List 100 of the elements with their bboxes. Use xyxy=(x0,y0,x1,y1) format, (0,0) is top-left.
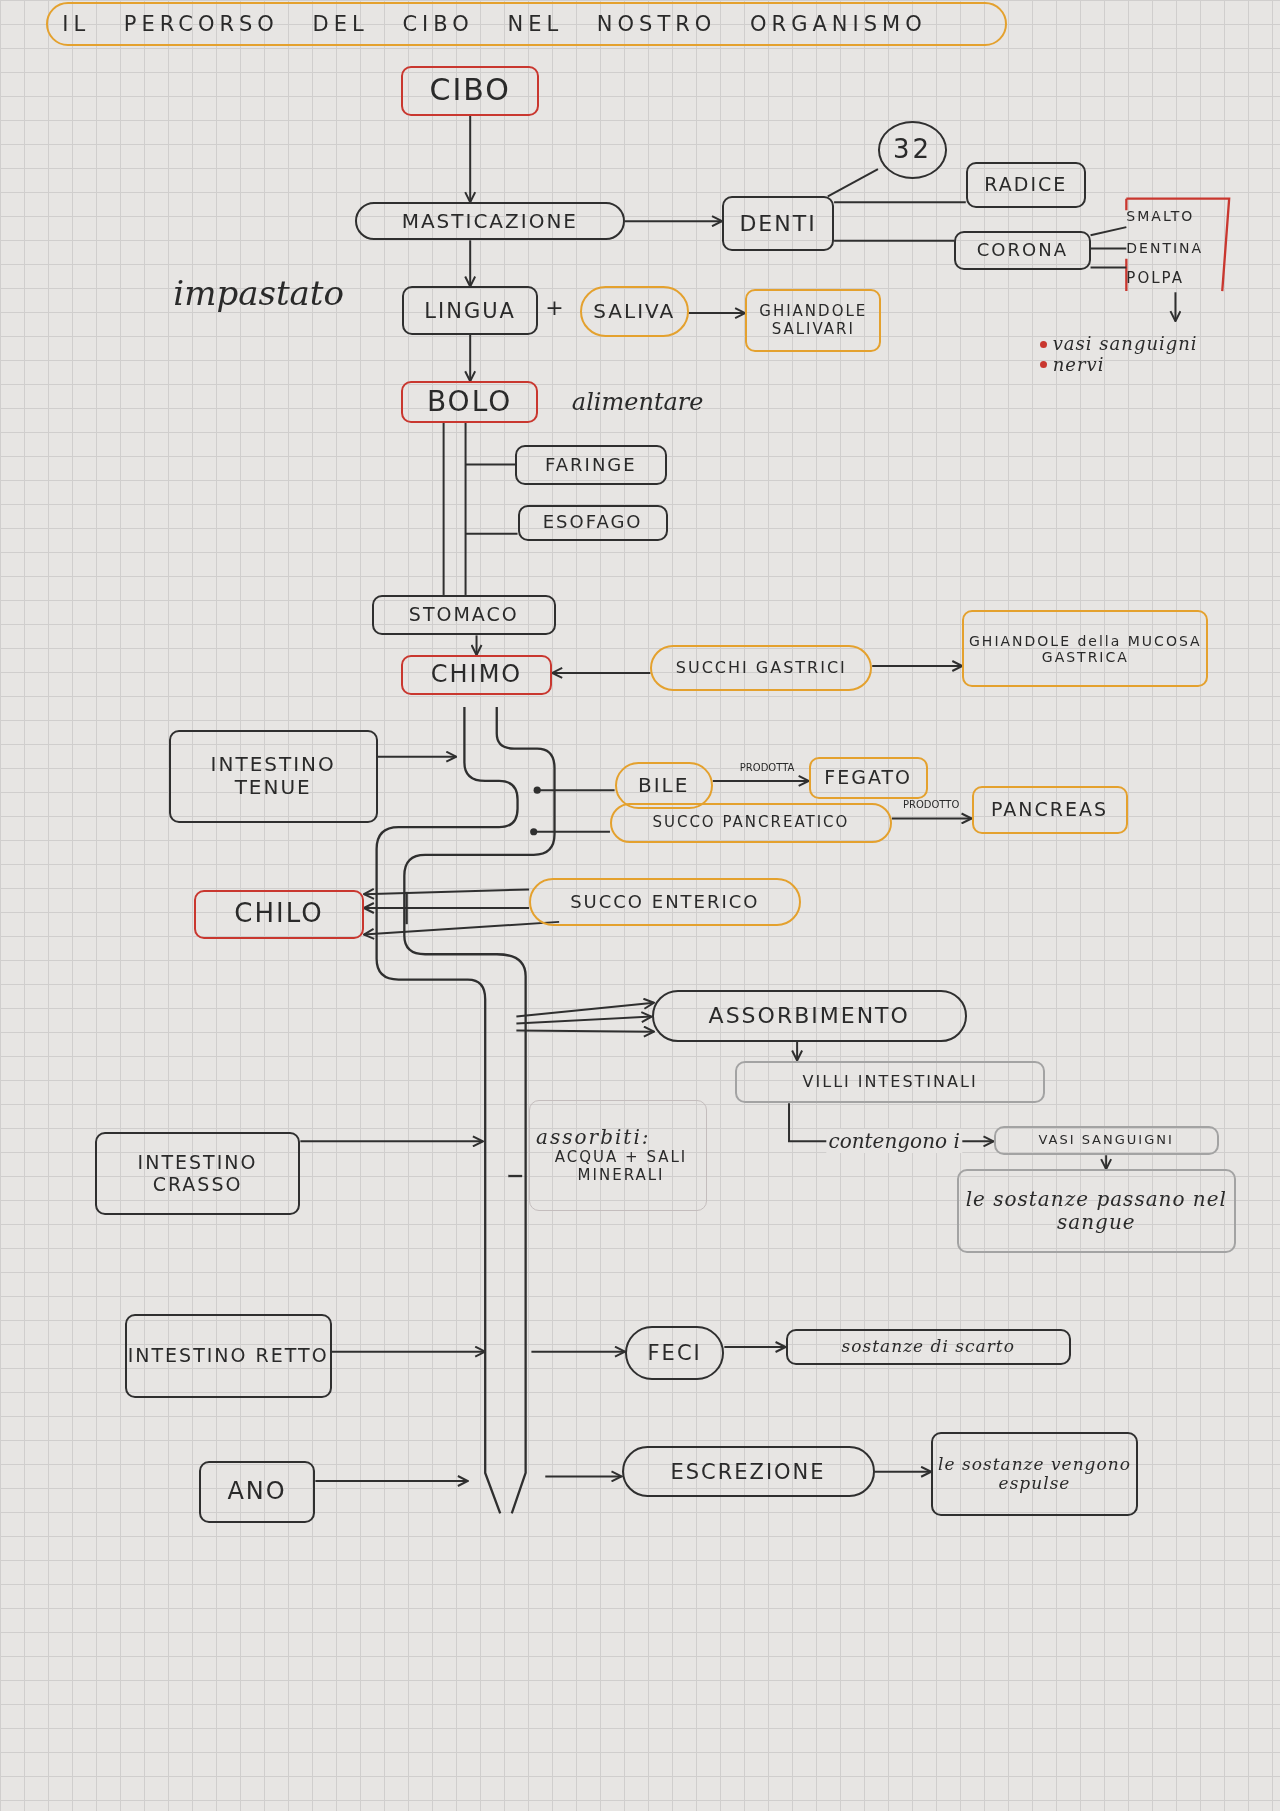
connector-line xyxy=(826,168,879,198)
concept-box xyxy=(954,231,1091,271)
note-text: alimentare xyxy=(571,388,704,417)
arrow xyxy=(464,334,477,383)
connector-line xyxy=(833,239,956,242)
arrow xyxy=(687,307,747,320)
box-text: INTESTINO CRASSO xyxy=(136,1151,259,1196)
box-text: CIBO xyxy=(429,73,511,108)
arrow xyxy=(470,634,483,656)
concept-box xyxy=(402,286,539,335)
box-text: SUCCHI GASTRICI xyxy=(675,658,847,677)
concept-box xyxy=(400,655,553,696)
box-text: SALIVA xyxy=(593,300,676,324)
box-text: assorbiti: xyxy=(536,1126,651,1150)
box-text: INTESTINO TENUE xyxy=(209,753,337,800)
concept-box xyxy=(168,730,378,823)
box-text: CHIMO xyxy=(430,661,523,689)
arrow xyxy=(464,114,477,204)
arrow xyxy=(314,1475,469,1487)
box-text: ACQUA + SALI MINERALI xyxy=(553,1149,689,1184)
arrow xyxy=(515,997,655,1018)
arrow xyxy=(624,215,723,228)
arrow xyxy=(873,1465,933,1478)
box-text: ESOFAGO xyxy=(542,512,643,534)
arrow xyxy=(871,660,964,672)
concept-box xyxy=(124,1313,332,1398)
box-text: FEGATO xyxy=(824,767,912,789)
concept-box xyxy=(372,594,556,636)
box-text: 32 xyxy=(893,135,933,166)
arrow xyxy=(362,887,531,900)
arrow xyxy=(299,1135,484,1148)
arrow xyxy=(530,1345,626,1358)
box-text: SUCCO PANCREATICO xyxy=(652,814,850,832)
arrow xyxy=(362,920,561,940)
edge-label: PRODOTTO xyxy=(901,798,961,810)
concept-box xyxy=(198,1461,316,1523)
box-text: STOMACO xyxy=(408,604,519,627)
plus-sign: + xyxy=(545,294,564,320)
connector-line xyxy=(464,532,519,535)
note-text: DENTINA xyxy=(1126,240,1204,257)
connector-line xyxy=(464,421,467,596)
box-text: ANO xyxy=(227,1478,287,1506)
arrow xyxy=(723,1341,787,1353)
connector-line xyxy=(1089,226,1128,237)
box-text: sostanze di scarto xyxy=(841,1337,1015,1357)
concept-box xyxy=(745,288,882,353)
box-text: RADICE xyxy=(984,173,1068,196)
connector-line xyxy=(464,463,517,466)
arrow xyxy=(791,1041,804,1062)
concept-box xyxy=(194,889,364,940)
concept-box xyxy=(94,1132,301,1216)
concept-box xyxy=(962,609,1209,688)
title-banner: IL PERCORSO DEL CIBO NEL NOSTRO ORGANISMO xyxy=(46,2,1008,46)
connector-line xyxy=(1089,247,1128,250)
box-text: le sostanze passano nel sangue xyxy=(964,1188,1228,1235)
concept-box xyxy=(956,1169,1237,1254)
concept-box xyxy=(993,1126,1219,1156)
box-text: BOLO xyxy=(426,385,513,419)
box-text: FECI xyxy=(647,1341,702,1366)
box-text: DENTI xyxy=(739,210,817,237)
note-text: nervi xyxy=(1052,354,1105,376)
box-text: PANCREAS xyxy=(991,798,1108,821)
arrow xyxy=(515,1011,653,1025)
box-text: BILE xyxy=(637,774,690,798)
concept-box xyxy=(965,161,1086,208)
box-text: GHIANDOLE SALIVARI xyxy=(758,303,869,338)
box-text: INTESTINO RETTO xyxy=(127,1344,329,1367)
concept-box xyxy=(971,785,1128,835)
arrow xyxy=(1169,291,1182,323)
concept-box xyxy=(808,756,928,800)
arrow xyxy=(376,750,458,763)
arrow xyxy=(330,1345,487,1358)
concept-box xyxy=(734,1060,1046,1104)
concept-box xyxy=(400,65,540,116)
box-text: le sostanze vengono espulse xyxy=(937,1454,1132,1494)
box-text: VASI SANGUIGNI xyxy=(1038,1133,1174,1149)
note-text: POLPA xyxy=(1126,269,1184,288)
connector-line xyxy=(833,201,967,204)
concept-box xyxy=(517,504,668,541)
box-text: VILLI INTESTINALI xyxy=(802,1072,978,1092)
box-text: GHIANDOLE della MUCOSA GASTRICA xyxy=(968,632,1203,665)
arrow xyxy=(551,666,652,679)
note-text: vasi sanguigni xyxy=(1052,333,1198,355)
edge-label: contengono i xyxy=(826,1129,962,1154)
box-text: ASSORBIMENTO xyxy=(708,1003,910,1029)
note-text: SMALTO xyxy=(1126,207,1195,225)
connector-line xyxy=(1089,266,1128,269)
arrow xyxy=(890,812,973,825)
arrow xyxy=(711,774,810,787)
box-text: FARINGE xyxy=(545,454,637,476)
box-text: ESCREZIONE xyxy=(670,1459,826,1484)
concept-box xyxy=(529,1099,707,1211)
box-text: SUCCO ENTERICO xyxy=(570,891,760,913)
arrow xyxy=(362,902,531,914)
box-text: LINGUA xyxy=(424,298,516,323)
connector-line xyxy=(442,421,445,596)
arrow xyxy=(1100,1154,1113,1171)
number-circle xyxy=(877,121,948,180)
concept-box xyxy=(931,1432,1138,1516)
box-text: CHILO xyxy=(234,899,324,930)
